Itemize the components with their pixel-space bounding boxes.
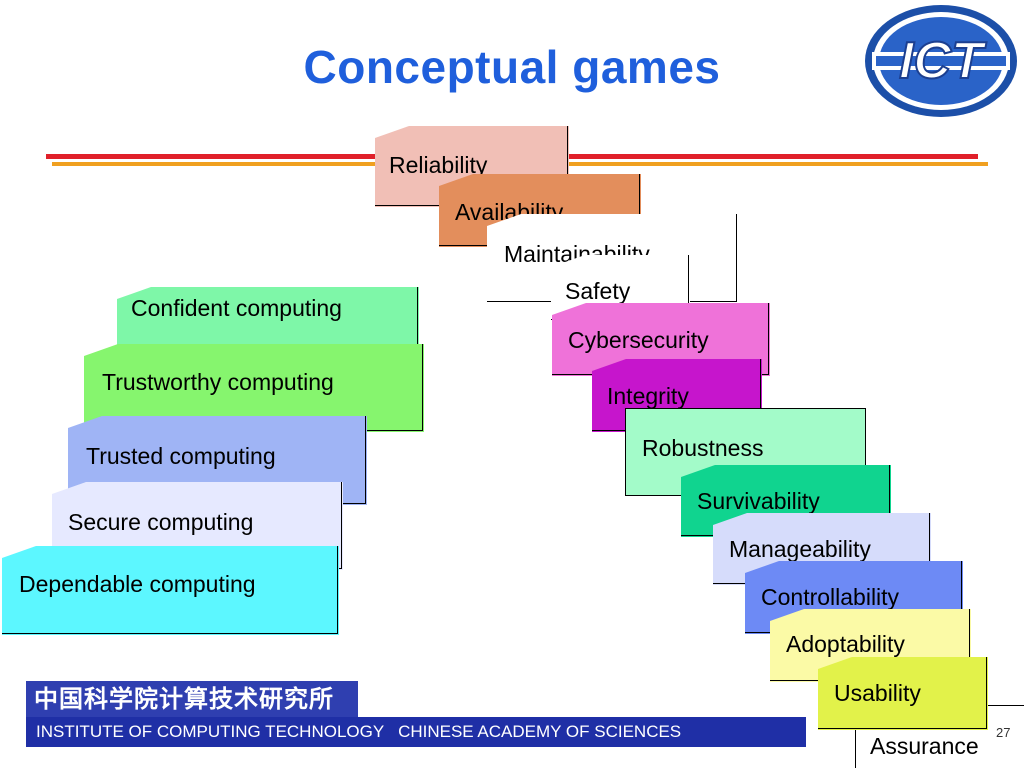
card-label: Cybersecurity xyxy=(568,327,709,353)
assurance-label: Assurance xyxy=(870,733,979,759)
card-label: Trusted computing xyxy=(86,443,276,469)
card-outline xyxy=(818,657,987,729)
card-outline xyxy=(117,287,418,348)
card-label: Safety xyxy=(565,278,631,304)
card-label: Manageability xyxy=(729,536,871,562)
footer-chinese-name: 中国科学院计算技术研究所 xyxy=(34,684,334,713)
slide-title: Conceptual games xyxy=(303,41,721,93)
card-label: Survivability xyxy=(697,488,820,514)
card-usability: Usability xyxy=(818,657,988,730)
card-label: Robustness xyxy=(642,435,764,461)
card-label: Adoptability xyxy=(786,631,905,657)
card-label: Dependable computing xyxy=(19,571,256,597)
card-dependable-computing: Dependable computing xyxy=(2,546,339,635)
logo-text: ICT xyxy=(899,32,987,90)
card-label: Usability xyxy=(834,680,921,706)
ict-logo-icon: ICT xyxy=(865,5,1017,117)
card-label: Controllability xyxy=(761,584,900,610)
card-label: Confident computing xyxy=(131,295,342,321)
footer-english-name: INSTITUTE OF COMPUTING TECHNOLOGY CHINES… xyxy=(26,717,806,747)
page-number: 27 xyxy=(996,725,1011,740)
card-outline xyxy=(2,546,338,634)
card-label: Integrity xyxy=(607,383,689,409)
card-confident-computing: Confident computing xyxy=(117,287,419,349)
footer-chinese-name-banner: 中国科学院计算技术研究所 xyxy=(26,681,358,717)
card-label: Reliability xyxy=(389,152,488,178)
card-label: Trustworthy computing xyxy=(102,369,334,395)
card-label: Secure computing xyxy=(68,509,254,535)
